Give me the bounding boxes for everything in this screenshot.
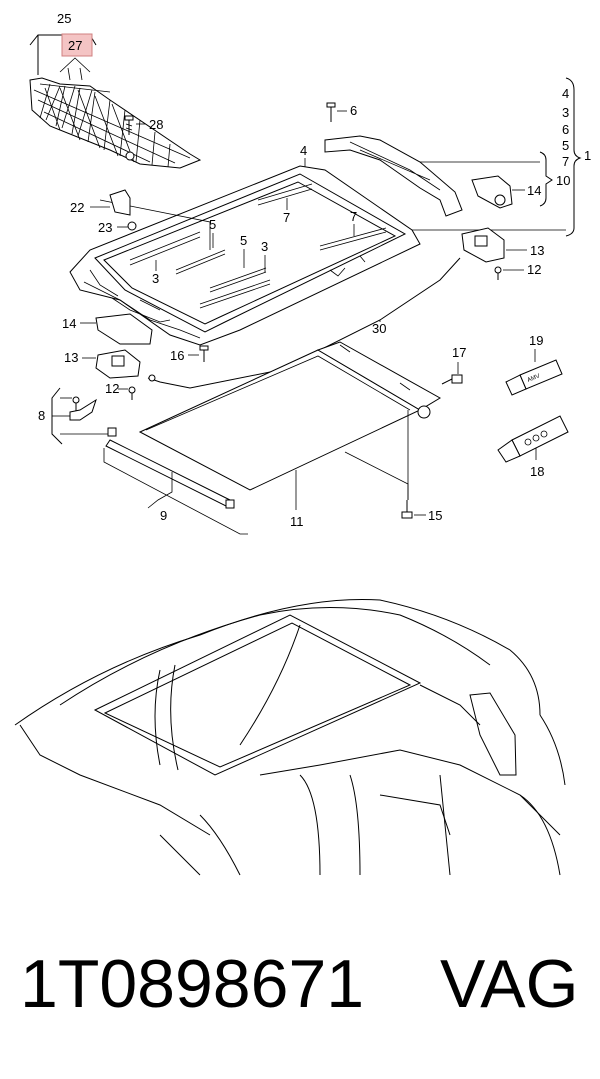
label-13a: 13 (530, 243, 544, 258)
label-30: 30 (372, 321, 386, 336)
label-13b: 13 (64, 350, 78, 365)
label-27: 27 (68, 38, 82, 53)
label-r3: 3 (562, 105, 569, 120)
car-body (14, 598, 566, 876)
screw-15: 15 (401, 500, 442, 523)
bracket-22: 22 23 (70, 189, 137, 235)
label-15: 15 (428, 508, 442, 523)
highlight-box-27 (61, 33, 93, 57)
wind-deflector-net: 25 27 28 (29, 11, 202, 169)
label-19: 19 (529, 333, 543, 348)
right-label-stack: 4 3 6 5 7 10 1 (410, 77, 591, 237)
label-14b: 14 (62, 316, 76, 331)
label-7a: 7 (283, 210, 290, 225)
exploded-parts-diagram: 25 27 28 6 4 3 6 5 7 10 1 4 (29, 11, 591, 535)
label-8: 8 (38, 408, 45, 423)
label-r1: 1 (584, 148, 591, 163)
label-23: 23 (98, 220, 112, 235)
label-18: 18 (530, 464, 544, 479)
bracket-6: 6 (324, 102, 463, 217)
label-9: 9 (160, 508, 167, 523)
screw-17: 17 (441, 345, 466, 385)
sunshade-11: 11 (138, 341, 441, 529)
label-r10: 10 (556, 173, 570, 188)
screw-28 (124, 115, 146, 135)
label-5a: 5 (209, 217, 216, 232)
label-28: 28 (149, 117, 163, 132)
label-5b: 5 (240, 233, 247, 248)
label-r5: 5 (562, 138, 569, 153)
label-7b: 7 (350, 209, 357, 224)
label-25: 25 (57, 11, 71, 26)
clip-8: 8 (38, 387, 117, 445)
label-16: 16 (170, 348, 184, 363)
label-r7: 7 (562, 154, 569, 169)
label-r6: 6 (562, 122, 569, 137)
label-6: 6 (350, 103, 357, 118)
motor-right: 14 13 12 (461, 175, 544, 280)
brand-name: VAG (440, 946, 579, 1022)
label-14a: 14 (527, 183, 541, 198)
screw-16: 16 (170, 345, 209, 363)
tube-label: AMV (527, 373, 541, 383)
tube-18: 18 (497, 415, 569, 479)
label-3a: 3 (152, 271, 159, 286)
label-17: 17 (452, 345, 466, 360)
rail-9: 9 (103, 439, 248, 535)
label-12b: 12 (105, 381, 119, 396)
label-22: 22 (70, 200, 84, 215)
label-3b: 3 (261, 239, 268, 254)
part-number: 1T0898671 (20, 946, 365, 1022)
label-11: 11 (290, 514, 304, 529)
label-12a: 12 (527, 262, 541, 277)
label-4: 4 (300, 143, 307, 158)
sunroof-frame-4: 4 7 7 5 5 3 3 (69, 143, 421, 346)
car-roof-illustration (14, 598, 566, 876)
label-r4: 4 (562, 86, 569, 101)
tube-19: AMV 19 (505, 333, 563, 396)
motor-left: 14 13 12 (62, 313, 153, 400)
